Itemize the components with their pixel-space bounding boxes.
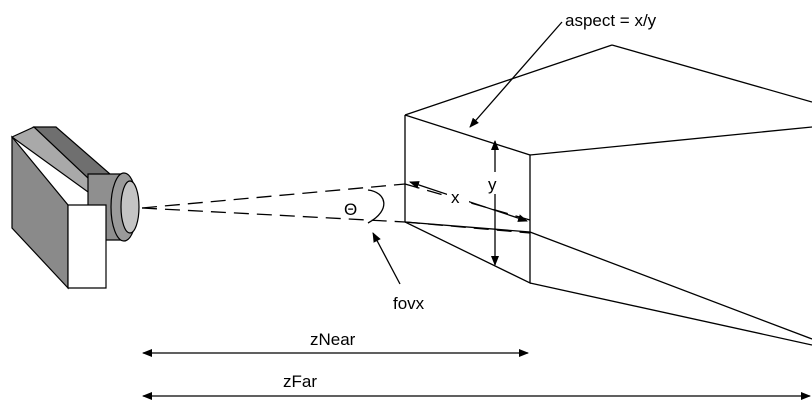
camera-lens-glass [120, 180, 140, 234]
frustum-bottom-right-edge [529, 282, 812, 346]
frustum-top-right-edge [529, 126, 812, 156]
sightline-upper [141, 183, 406, 209]
fovx-label: fovx [393, 294, 425, 313]
aspect-arrow [469, 21, 563, 128]
frustum-middle-edge [529, 231, 812, 340]
znear-label: zNear [310, 330, 356, 349]
frustum-far-top-edge [611, 44, 812, 103]
x-label: x [451, 188, 460, 207]
zfar-label: zFar [283, 372, 317, 391]
camera-body-front [67, 204, 107, 289]
sightline-lower-inside [404, 221, 531, 234]
camera-icon [10, 126, 140, 290]
frustum-bottom-left-edge [404, 221, 531, 233]
fovx-arrow [372, 232, 401, 285]
y-label: y [488, 175, 497, 194]
frustum-top-left-edge [404, 44, 613, 116]
theta-label: Θ [344, 200, 357, 219]
fov-angle-arc [367, 189, 385, 224]
aspect-label: aspect = x/y [565, 11, 657, 30]
sightline-lower [141, 207, 406, 223]
